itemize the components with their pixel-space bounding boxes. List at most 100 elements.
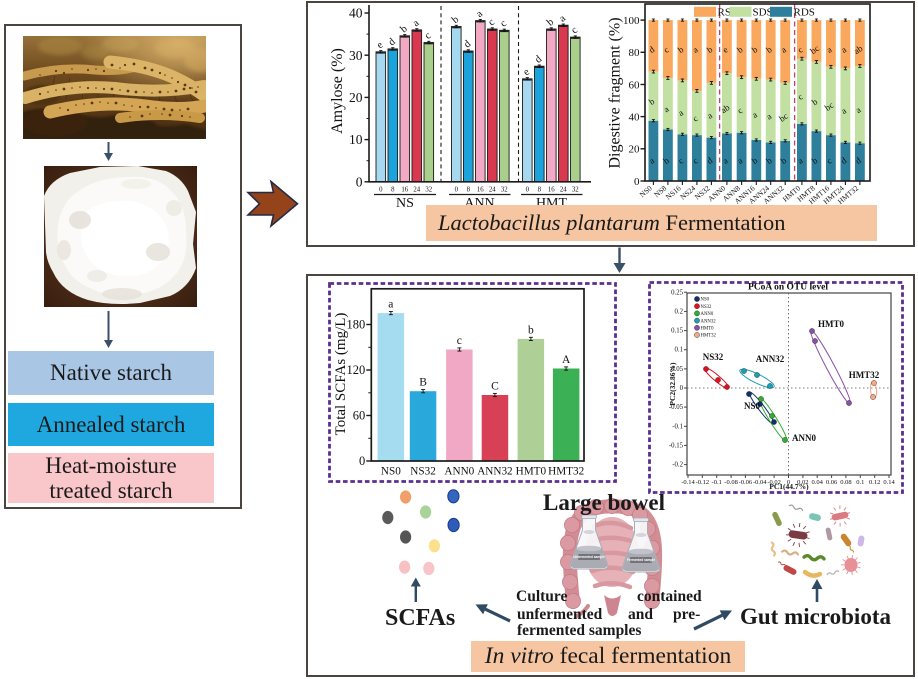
svg-text:c: c [423, 30, 434, 42]
svg-text:0.06: 0.06 [826, 479, 838, 486]
svg-text:b: b [647, 96, 657, 107]
svg-text:Fermented sample: Fermented sample [627, 558, 655, 562]
svg-text:0: 0 [379, 187, 383, 194]
svg-text:a: a [705, 110, 714, 120]
svg-text:b: b [764, 155, 774, 166]
svg-text:20: 20 [349, 90, 363, 105]
svg-text:c: c [691, 155, 700, 165]
svg-text:NS: NS [396, 196, 414, 211]
svg-text:-0.1: -0.1 [712, 479, 722, 486]
svg-text:-0.14: -0.14 [681, 479, 695, 486]
svg-text:HMT0: HMT0 [818, 319, 844, 329]
svg-text:60: 60 [353, 409, 366, 423]
svg-text:NS32: NS32 [703, 352, 724, 362]
svg-text:a: a [662, 104, 671, 114]
svg-text:c: c [825, 155, 834, 165]
svg-text:e: e [521, 66, 532, 78]
svg-text:NS0: NS0 [701, 298, 710, 303]
svg-text:0: 0 [634, 176, 640, 188]
svg-text:b: b [750, 44, 760, 55]
svg-text:a: a [647, 155, 656, 165]
svg-text:c: c [569, 25, 580, 37]
svg-text:20: 20 [629, 144, 641, 156]
svg-text:PC1(44.7%): PC1(44.7%) [769, 482, 809, 491]
svg-text:d: d [462, 38, 474, 50]
svg-text:0.2: 0.2 [675, 308, 684, 315]
svg-text:24: 24 [413, 187, 420, 194]
svg-text:0: 0 [455, 187, 459, 194]
svg-text:32: 32 [572, 187, 579, 194]
svg-text:-0.06: -0.06 [739, 479, 753, 486]
svg-text:c: c [498, 18, 509, 30]
svg-text:c: c [662, 44, 671, 54]
svg-text:a: a [854, 105, 863, 115]
svg-text:d: d [647, 44, 657, 55]
svg-text:32: 32 [425, 187, 432, 194]
svg-text:ANN0: ANN0 [444, 466, 474, 478]
svg-text:-0.04: -0.04 [753, 479, 767, 486]
svg-text:a: a [779, 44, 788, 54]
svg-text:a: a [721, 155, 730, 165]
svg-text:0: 0 [680, 385, 684, 392]
svg-text:d: d [387, 36, 399, 48]
svg-text:32: 32 [501, 187, 508, 194]
svg-text:a: a [474, 8, 485, 20]
svg-text:0.02: 0.02 [797, 479, 808, 486]
svg-text:NS32: NS32 [701, 305, 713, 310]
svg-text:c: c [691, 113, 700, 123]
svg-text:a: a [764, 111, 773, 121]
svg-text:RS: RS [718, 6, 731, 18]
svg-text:8: 8 [467, 187, 471, 194]
svg-text:0.12: 0.12 [869, 479, 880, 486]
svg-text:a: a [388, 299, 393, 311]
svg-text:0: 0 [359, 454, 365, 468]
svg-text:a: a [839, 106, 848, 116]
svg-text:a: a [825, 44, 834, 54]
svg-text:b: b [810, 155, 820, 166]
svg-text:b: b [750, 155, 760, 166]
svg-text:0.05: 0.05 [671, 366, 683, 373]
svg-text:a: a [411, 18, 422, 30]
svg-text:c: c [796, 44, 805, 54]
svg-text:0.1: 0.1 [675, 347, 684, 354]
svg-text:b: b [450, 14, 461, 26]
svg-text:0: 0 [356, 174, 363, 189]
svg-text:ANN32: ANN32 [756, 354, 785, 364]
svg-text:-0.02: -0.02 [767, 479, 781, 486]
svg-text:NS0: NS0 [638, 183, 654, 199]
svg-text:120: 120 [347, 363, 366, 377]
svg-text:-0.15: -0.15 [669, 442, 684, 449]
svg-text:Total SCFAs (mg/L): Total SCFAs (mg/L) [333, 313, 349, 436]
svg-text:NS0: NS0 [381, 466, 401, 478]
svg-text:-0.2: -0.2 [672, 462, 683, 469]
svg-text:HMT32: HMT32 [701, 334, 717, 339]
svg-text:0: 0 [526, 187, 530, 194]
svg-text:30: 30 [349, 48, 363, 63]
svg-text:C: C [491, 381, 499, 393]
svg-text:0.04: 0.04 [812, 479, 824, 486]
svg-text:Digestive fragment (%): Digestive fragment (%) [607, 17, 624, 168]
svg-text:b: b [735, 44, 745, 55]
svg-text:c: c [796, 91, 805, 101]
svg-text:-0.05: -0.05 [669, 404, 684, 411]
svg-text:a: a [691, 44, 700, 54]
svg-text:24: 24 [560, 187, 567, 194]
svg-text:b: b [764, 44, 774, 55]
svg-text:b: b [661, 155, 671, 166]
svg-text:80: 80 [629, 47, 641, 59]
svg-text:SDS: SDS [753, 6, 773, 18]
svg-text:0.15: 0.15 [671, 328, 683, 335]
svg-text:8: 8 [538, 187, 542, 194]
svg-text:d: d [533, 53, 545, 65]
svg-text:A: A [562, 354, 571, 366]
svg-text:HMT0: HMT0 [516, 466, 547, 478]
svg-text:b: b [545, 17, 556, 29]
svg-text:b: b [528, 324, 534, 336]
svg-text:-0.12: -0.12 [696, 479, 710, 486]
svg-text:PC2(32.86%): PC2(32.86%) [668, 362, 677, 406]
svg-text:180: 180 [347, 318, 366, 332]
svg-text:8: 8 [391, 187, 395, 194]
svg-text:HMT0: HMT0 [701, 327, 715, 332]
svg-text:HMT32: HMT32 [548, 466, 584, 478]
svg-text:16: 16 [401, 187, 408, 194]
